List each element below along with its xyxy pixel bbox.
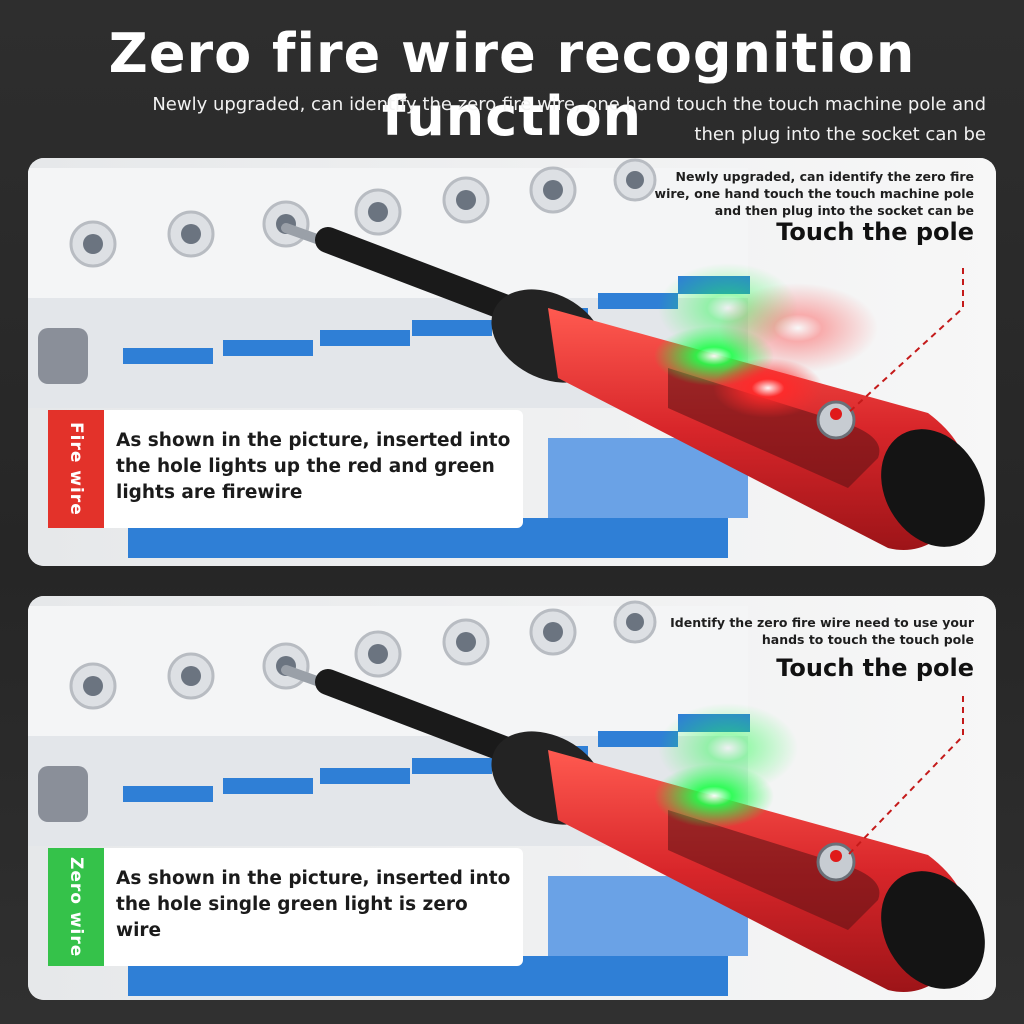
fire-wire-description: As shown in the picture, inserted into t… [116, 430, 511, 503]
fire-wire-note: Newly upgraded, can identify the zero fi… [654, 169, 974, 218]
pole-callout-line [847, 268, 964, 414]
zero-wire-panel: Identify the zero fire wire need to use … [28, 596, 996, 1000]
fire-wire-tag-label: Fire wire [66, 422, 86, 516]
touch-pole-label: Touch the pole [776, 218, 974, 246]
zero-wire-tag: Zero wire [48, 848, 104, 966]
zero-wire-info-card: Zero wire As shown in the picture, inser… [48, 848, 523, 966]
fire-wire-photo [28, 158, 996, 566]
zero-wire-description: As shown in the picture, inserted into t… [116, 868, 511, 941]
pole-callout-line [847, 696, 964, 856]
subtitle-line-2: then plug into the socket can be [694, 124, 986, 145]
fire-wire-tag: Fire wire [48, 410, 104, 528]
fire-wire-info-card: Fire wire As shown in the picture, inser… [48, 410, 523, 528]
page-title: Zero fire wire recognition function [108, 22, 916, 148]
voltage-tester-screwdriver [281, 665, 985, 992]
page-subtitle: Newly upgraded, can identify the zero fi… [26, 90, 986, 150]
zero-wire-tag-label: Zero wire [66, 856, 86, 958]
touch-pole-label: Touch the pole [776, 654, 974, 682]
subtitle-line-1: Newly upgraded, can identify the zero fi… [152, 94, 986, 115]
voltage-tester-screwdriver [281, 223, 985, 550]
fire-wire-panel: Newly upgraded, can identify the zero fi… [28, 158, 996, 566]
zero-wire-note: Identify the zero fire wire need to use … [670, 615, 974, 647]
